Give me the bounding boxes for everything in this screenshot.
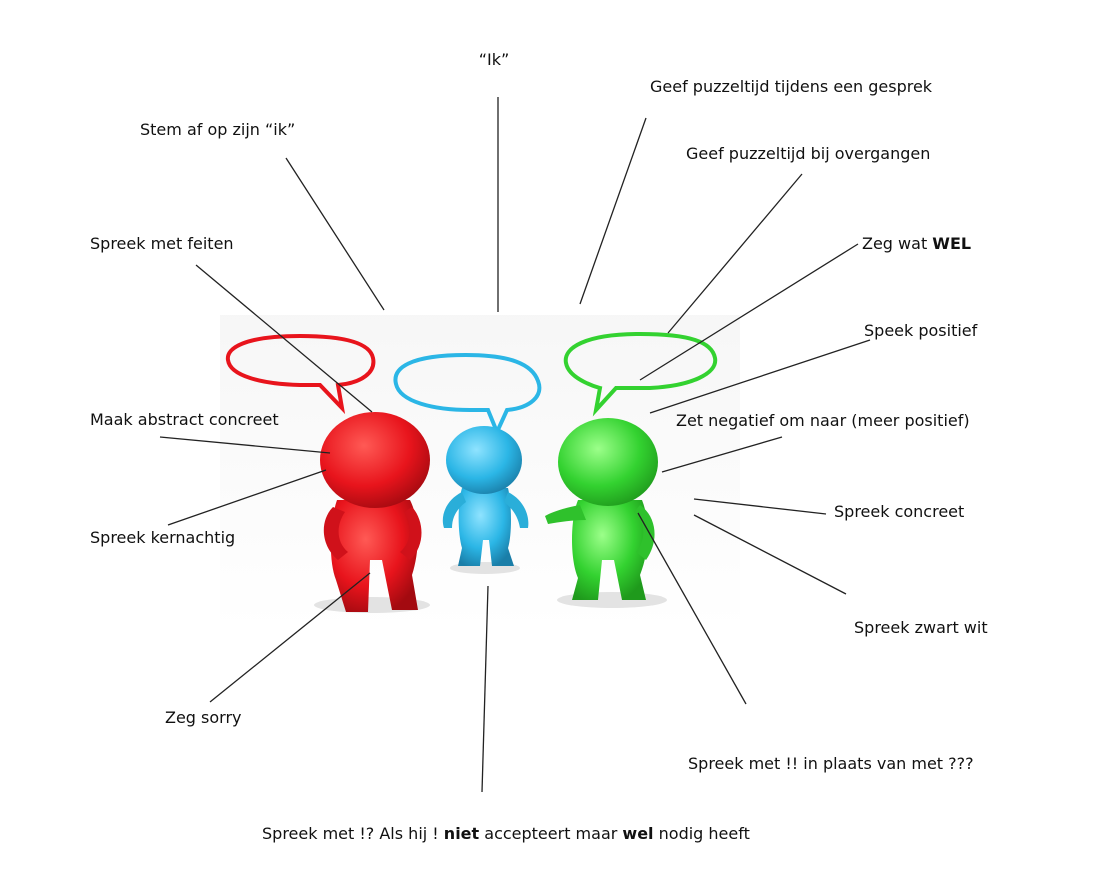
label-positief: Speek positief [864, 321, 977, 341]
label-spreek-feiten: Spreek met feiten [90, 234, 234, 254]
label-bottom-niet: niet [444, 824, 479, 843]
label-puzzeltijd-gesprek: Geef puzzeltijd tijdens een gesprek [650, 77, 932, 97]
label-puzzeltijd-overgangen: Geef puzzeltijd bij overgangen [686, 144, 930, 164]
label-ik: “Ik” [479, 50, 510, 70]
label-bottom-part2: accepteert maar [479, 824, 622, 843]
label-abstract-concreet: Maak abstract concreet [90, 410, 279, 430]
label-zeg-wat-text: Zeg wat [862, 234, 932, 253]
label-bottom: Spreek met !? Als hij ! niet accepteert … [262, 824, 750, 844]
label-spreek-concreet: Spreek concreet [834, 502, 964, 522]
label-bottom-wel: wel [622, 824, 653, 843]
label-stem-af: Stem af op zijn “ik” [140, 120, 295, 140]
label-negatief-om: Zet negatief om naar (meer positief) [676, 411, 970, 431]
label-bottom-part1: Spreek met !? Als hij ! [262, 824, 444, 843]
label-zeg-wat-wel: Zeg wat WEL [862, 234, 971, 254]
label-kernachtig: Spreek kernachtig [90, 528, 235, 548]
label-zeg-wat-emphasis: WEL [932, 234, 971, 253]
label-uitroep: Spreek met !! in plaats van met ??? [688, 754, 974, 774]
label-zwart-wit: Spreek zwart wit [854, 618, 988, 638]
label-sorry: Zeg sorry [165, 708, 242, 728]
label-bottom-part3: nodig heeft [654, 824, 750, 843]
